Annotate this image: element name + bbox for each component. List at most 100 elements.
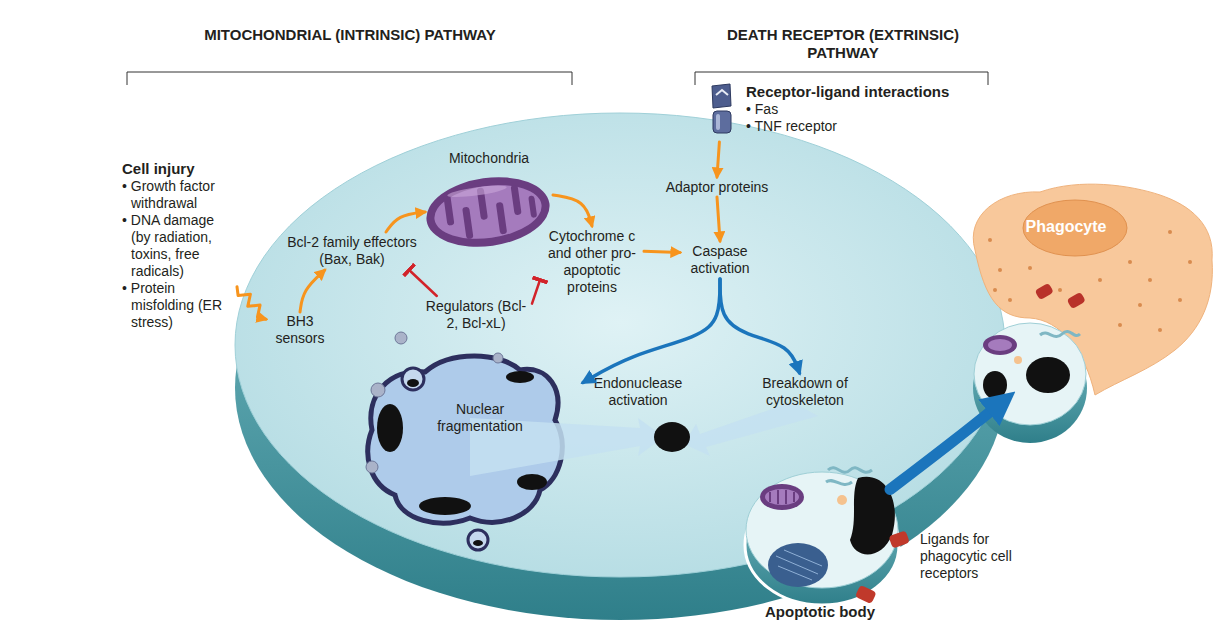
granule (1058, 288, 1062, 292)
node-text: • Growth factor withdrawal (122, 178, 237, 212)
flow-arrow (717, 197, 720, 241)
crista (462, 207, 473, 240)
granule (1178, 298, 1182, 302)
chromatin-fragment (506, 371, 534, 383)
crista (770, 490, 794, 504)
granule (1008, 298, 1012, 302)
er-fragment (1040, 331, 1080, 336)
flow-arrow (553, 195, 592, 226)
receptor-part (712, 84, 731, 108)
crista (528, 195, 537, 218)
vesicle (395, 332, 407, 344)
step-label: Caspase activation (680, 241, 760, 279)
crista (511, 185, 522, 216)
mitochondrion-small (983, 335, 1017, 355)
node-text: Cell injury (122, 159, 237, 178)
node-text: Phagocyte (955, 218, 1177, 235)
node-text: • DNA damage (by radiation, toxins, free… (122, 212, 237, 280)
phagocyte: Phagocyte (955, 185, 1217, 400)
flow-arrow (644, 251, 680, 252)
flow-arrow (386, 212, 425, 232)
cell-top (235, 113, 1005, 577)
granule (1118, 323, 1122, 327)
vesicle (371, 383, 385, 397)
vesicle (837, 495, 847, 505)
pathway-heading: DEATH RECEPTOR (EXTRINSIC) PATHWAY (693, 26, 993, 62)
receptor-highlight (716, 90, 728, 95)
granule (988, 238, 992, 242)
granule (1188, 260, 1192, 264)
granule (998, 268, 1002, 272)
flow-arrow (300, 270, 325, 312)
mitochondrion-inner (431, 179, 545, 246)
chromatin-fragment (983, 371, 1007, 399)
flow-arrow (717, 142, 719, 177)
chromatin-fragment (473, 540, 483, 546)
granule (1148, 278, 1152, 282)
nuclear-fragment (468, 530, 488, 550)
granule (1098, 278, 1102, 282)
inhibition-line (409, 270, 437, 296)
apoptotic-body-top (746, 472, 898, 588)
nucleus-label: Nuclear fragmentation (420, 398, 540, 438)
flow-arrow (720, 279, 800, 373)
inhibition-line (532, 280, 540, 304)
receptor-marker (1035, 283, 1054, 301)
granule (1028, 266, 1032, 270)
flow-arrow (890, 400, 1005, 490)
chromatin-fragment (517, 474, 547, 490)
engulfed-cell-top (974, 323, 1086, 425)
node-text: Apoptotic body (750, 603, 890, 620)
chromatin-fragment (419, 497, 471, 515)
vesicle (493, 353, 503, 363)
node-text: Cytochrome c and other pro-apoptotic pro… (540, 228, 644, 296)
step-label: Breakdown of cytoskeleton (750, 373, 860, 411)
receptor-part (713, 111, 731, 133)
node-text: Mitochondria (425, 150, 553, 167)
chromatin-texture (776, 550, 822, 580)
chromatin-fragment (1026, 357, 1070, 393)
step-label: Bcl-2 family effectors (Bax, Bak) (284, 232, 420, 270)
er-fragment (828, 468, 872, 473)
node-text: Bcl-2 family effectors (Bax, Bak) (284, 234, 420, 268)
node-text: Caspase activation (680, 243, 760, 277)
receptor-marker (1067, 292, 1086, 310)
node-text: Adaptor proteins (652, 179, 782, 196)
chromatin-fragment (407, 379, 419, 387)
node-text: Regulators (Bcl-2, Bcl-xL) (420, 298, 532, 332)
pathway-bracket (127, 72, 572, 85)
node-text: Receptor-ligand interactions (746, 82, 974, 101)
node-text: Endonuclease activation (583, 375, 693, 409)
node-text: BH3 sensors (266, 313, 334, 347)
callout-label: Ligands for phagocytic cell receptors (920, 531, 1015, 582)
chromatin-fragment (850, 477, 895, 555)
vesicle (366, 461, 378, 473)
pathway-heading: MITOCHONDRIAL (INTRINSIC) PATHWAY (200, 26, 500, 44)
step-label: Adaptor proteins (652, 177, 782, 197)
ligand-marker (855, 585, 877, 604)
node-text: • TNF receptor (746, 118, 974, 135)
node-text: Nuclear fragmentation (420, 401, 540, 435)
condensed-nucleus (654, 422, 690, 452)
step-label: Endonuclease activation (583, 373, 693, 411)
mitochondrion-outer (422, 170, 554, 255)
step-label: BH3 sensors (266, 312, 334, 348)
node-text: • Protein misfolding (ER stress) (122, 280, 237, 331)
receptor-highlight (716, 114, 720, 130)
nuclear-fragment (768, 543, 828, 587)
granule (1168, 230, 1172, 234)
node-text: Breakdown of cytoskeleton (750, 375, 860, 409)
granule (993, 288, 997, 292)
wide-arrow (684, 402, 818, 456)
ligand-marker (888, 530, 909, 548)
mitochondrion-highlight (447, 183, 508, 199)
granule (1158, 328, 1162, 332)
mitochondrion-inner (765, 489, 799, 505)
er-fragment (826, 480, 852, 484)
chromatin-fragment (377, 404, 403, 452)
organelle: Mitochondria (425, 150, 553, 250)
crista (443, 195, 454, 226)
mitochondrion-inner (988, 339, 1012, 351)
